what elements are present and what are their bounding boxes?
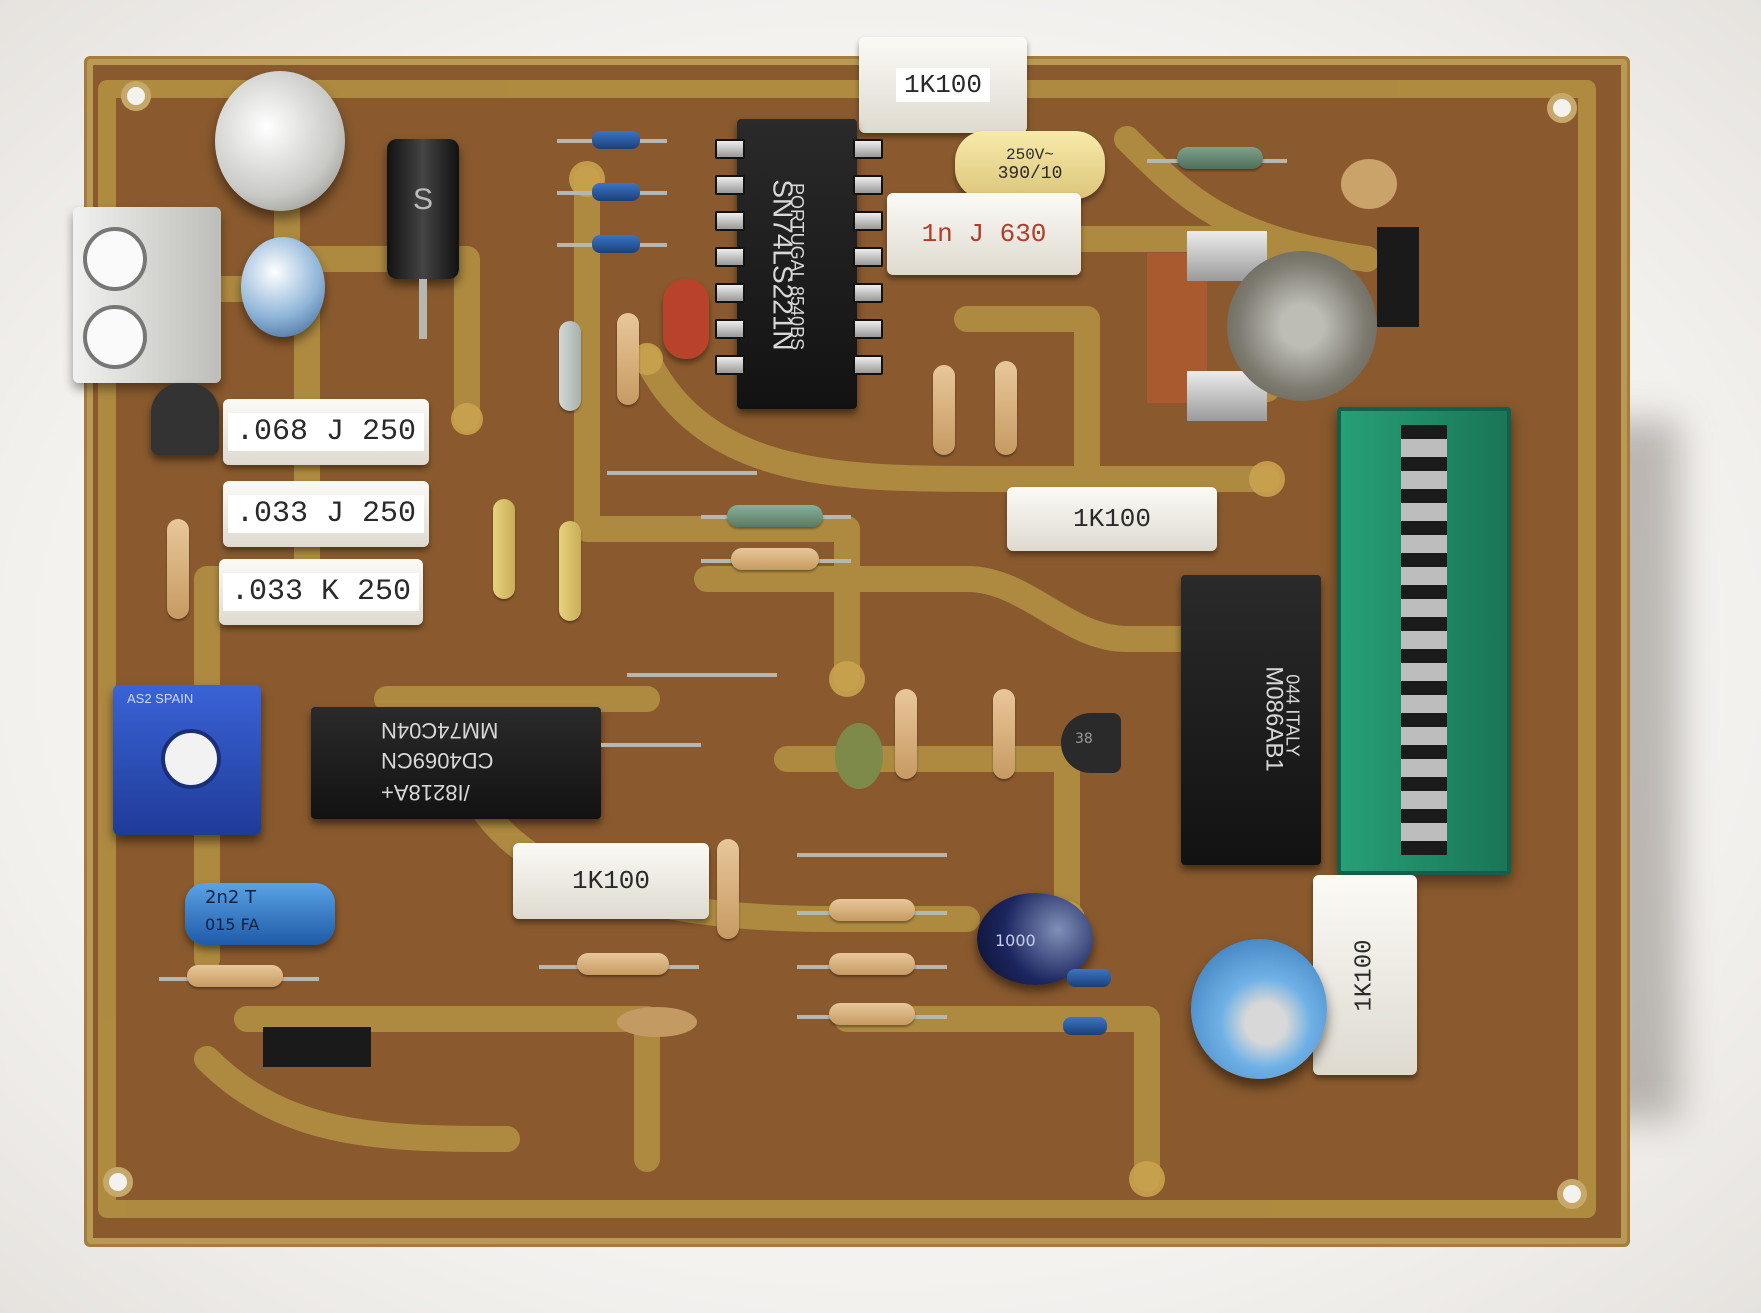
green-socket [1337, 407, 1511, 875]
component-label: .068 J 250 [227, 413, 425, 451]
film-capacitor: .033 K 250 [219, 559, 423, 625]
ic-marking: PORTUGAL 8540BS [787, 183, 807, 351]
wire-jumper [627, 673, 777, 677]
wire-jumper [601, 743, 701, 747]
ic-marking: MM74C04N [381, 718, 499, 743]
resistor [731, 548, 819, 570]
component-label: 1K100 [571, 866, 650, 896]
signal-diode [1063, 1017, 1107, 1035]
mounting-hole [1557, 1179, 1587, 1209]
wire-jumper [797, 853, 947, 857]
component-label: 250V~ [1005, 146, 1054, 164]
resistor [829, 953, 915, 975]
trimmer-brand-label: AS2 SPAIN [127, 691, 194, 706]
component-label: .033 J 250 [227, 495, 425, 533]
blue-trimmer: AS2 SPAIN [113, 685, 261, 835]
resistor [993, 689, 1015, 779]
resistor [559, 521, 581, 621]
electrolytic-capacitor [241, 237, 325, 337]
component-label: .033 K 250 [222, 573, 420, 611]
resistor [829, 899, 915, 921]
power-resistor: 1K100 [1313, 875, 1417, 1075]
resistor [829, 1003, 915, 1025]
resistor [559, 321, 581, 411]
mounting-hole [121, 81, 151, 111]
ic-marking: CD4069CN [381, 748, 494, 773]
component-label: 1K100 [895, 68, 990, 102]
resistor [995, 361, 1017, 455]
diode-marking: S [413, 183, 434, 216]
resistor [617, 313, 639, 405]
screw-icon [83, 227, 147, 291]
component-label: 015 FA [205, 915, 260, 934]
component-label: 1n J 630 [921, 219, 1047, 249]
film-capacitor: 1n J 630 [887, 193, 1081, 275]
transistor-marking: 38 [1075, 731, 1093, 747]
disc-capacitor [835, 723, 883, 789]
ic-marking: 044 ITALY [1282, 674, 1303, 757]
signal-diode [1067, 969, 1111, 987]
power-resistor: 1K100 [513, 843, 709, 919]
film-capacitor: .033 J 250 [223, 481, 429, 547]
screw-terminal [73, 207, 221, 383]
pin-header [263, 1027, 371, 1067]
signal-diode [592, 183, 640, 201]
mounting-hole [103, 1167, 133, 1197]
pcb-board: S 1K100 SN74LS221N PORTUGAL 8540BS 250V~… [73, 37, 1630, 1247]
film-capacitor: 250V~ 390/10 [955, 131, 1105, 199]
ic-chip-m086ab1: M086AB1 044 ITALY [1181, 575, 1321, 865]
resistor [727, 505, 823, 527]
resistor [187, 965, 283, 987]
trimmer-knob-icon[interactable] [161, 729, 221, 789]
trimmer-potentiometer [1147, 231, 1377, 421]
resistor [895, 689, 917, 779]
component-label: 1000 [995, 931, 1036, 950]
axial-capacitor: 2n2 T 015 FA [185, 883, 335, 945]
power-resistor: 1K100 [1007, 487, 1217, 551]
transistor: 38 [1061, 713, 1121, 773]
film-capacitor: .068 J 250 [223, 399, 429, 465]
disc-capacitor [1341, 159, 1397, 209]
ic-marking: /I8218A+ [381, 780, 470, 805]
screw-icon [83, 305, 147, 369]
trimmer-knob-icon[interactable] [1227, 251, 1377, 401]
mounting-hole [1547, 93, 1577, 123]
power-resistor: 1K100 [859, 37, 1027, 133]
component-label: 2n2 T [205, 887, 257, 908]
component-label: 390/10 [997, 164, 1063, 184]
transistor [151, 383, 219, 455]
diode-lead [419, 279, 427, 339]
power-diode: S [387, 139, 459, 279]
signal-diode [592, 235, 640, 253]
resistor [493, 499, 515, 599]
pin-header [1377, 227, 1419, 327]
electrolytic-capacitor [215, 71, 345, 211]
component-label: 1K100 [1351, 938, 1379, 1012]
ic-chip-mm74c04n: MM74C04N CD4069CN /I8218A+ [311, 707, 601, 819]
resistor [717, 839, 739, 939]
wire-jumper [607, 471, 757, 475]
ceramic-capacitor [663, 279, 709, 359]
electrolytic-capacitor [1191, 939, 1327, 1079]
resistor [1177, 147, 1263, 169]
resistor [933, 365, 955, 455]
resistor [577, 953, 669, 975]
disc-capacitor [617, 1007, 697, 1037]
signal-diode [592, 131, 640, 149]
component-label: 1K100 [1072, 504, 1151, 534]
ic-chip-sn74ls221n: SN74LS221N PORTUGAL 8540BS [715, 119, 883, 409]
resistor [167, 519, 189, 619]
